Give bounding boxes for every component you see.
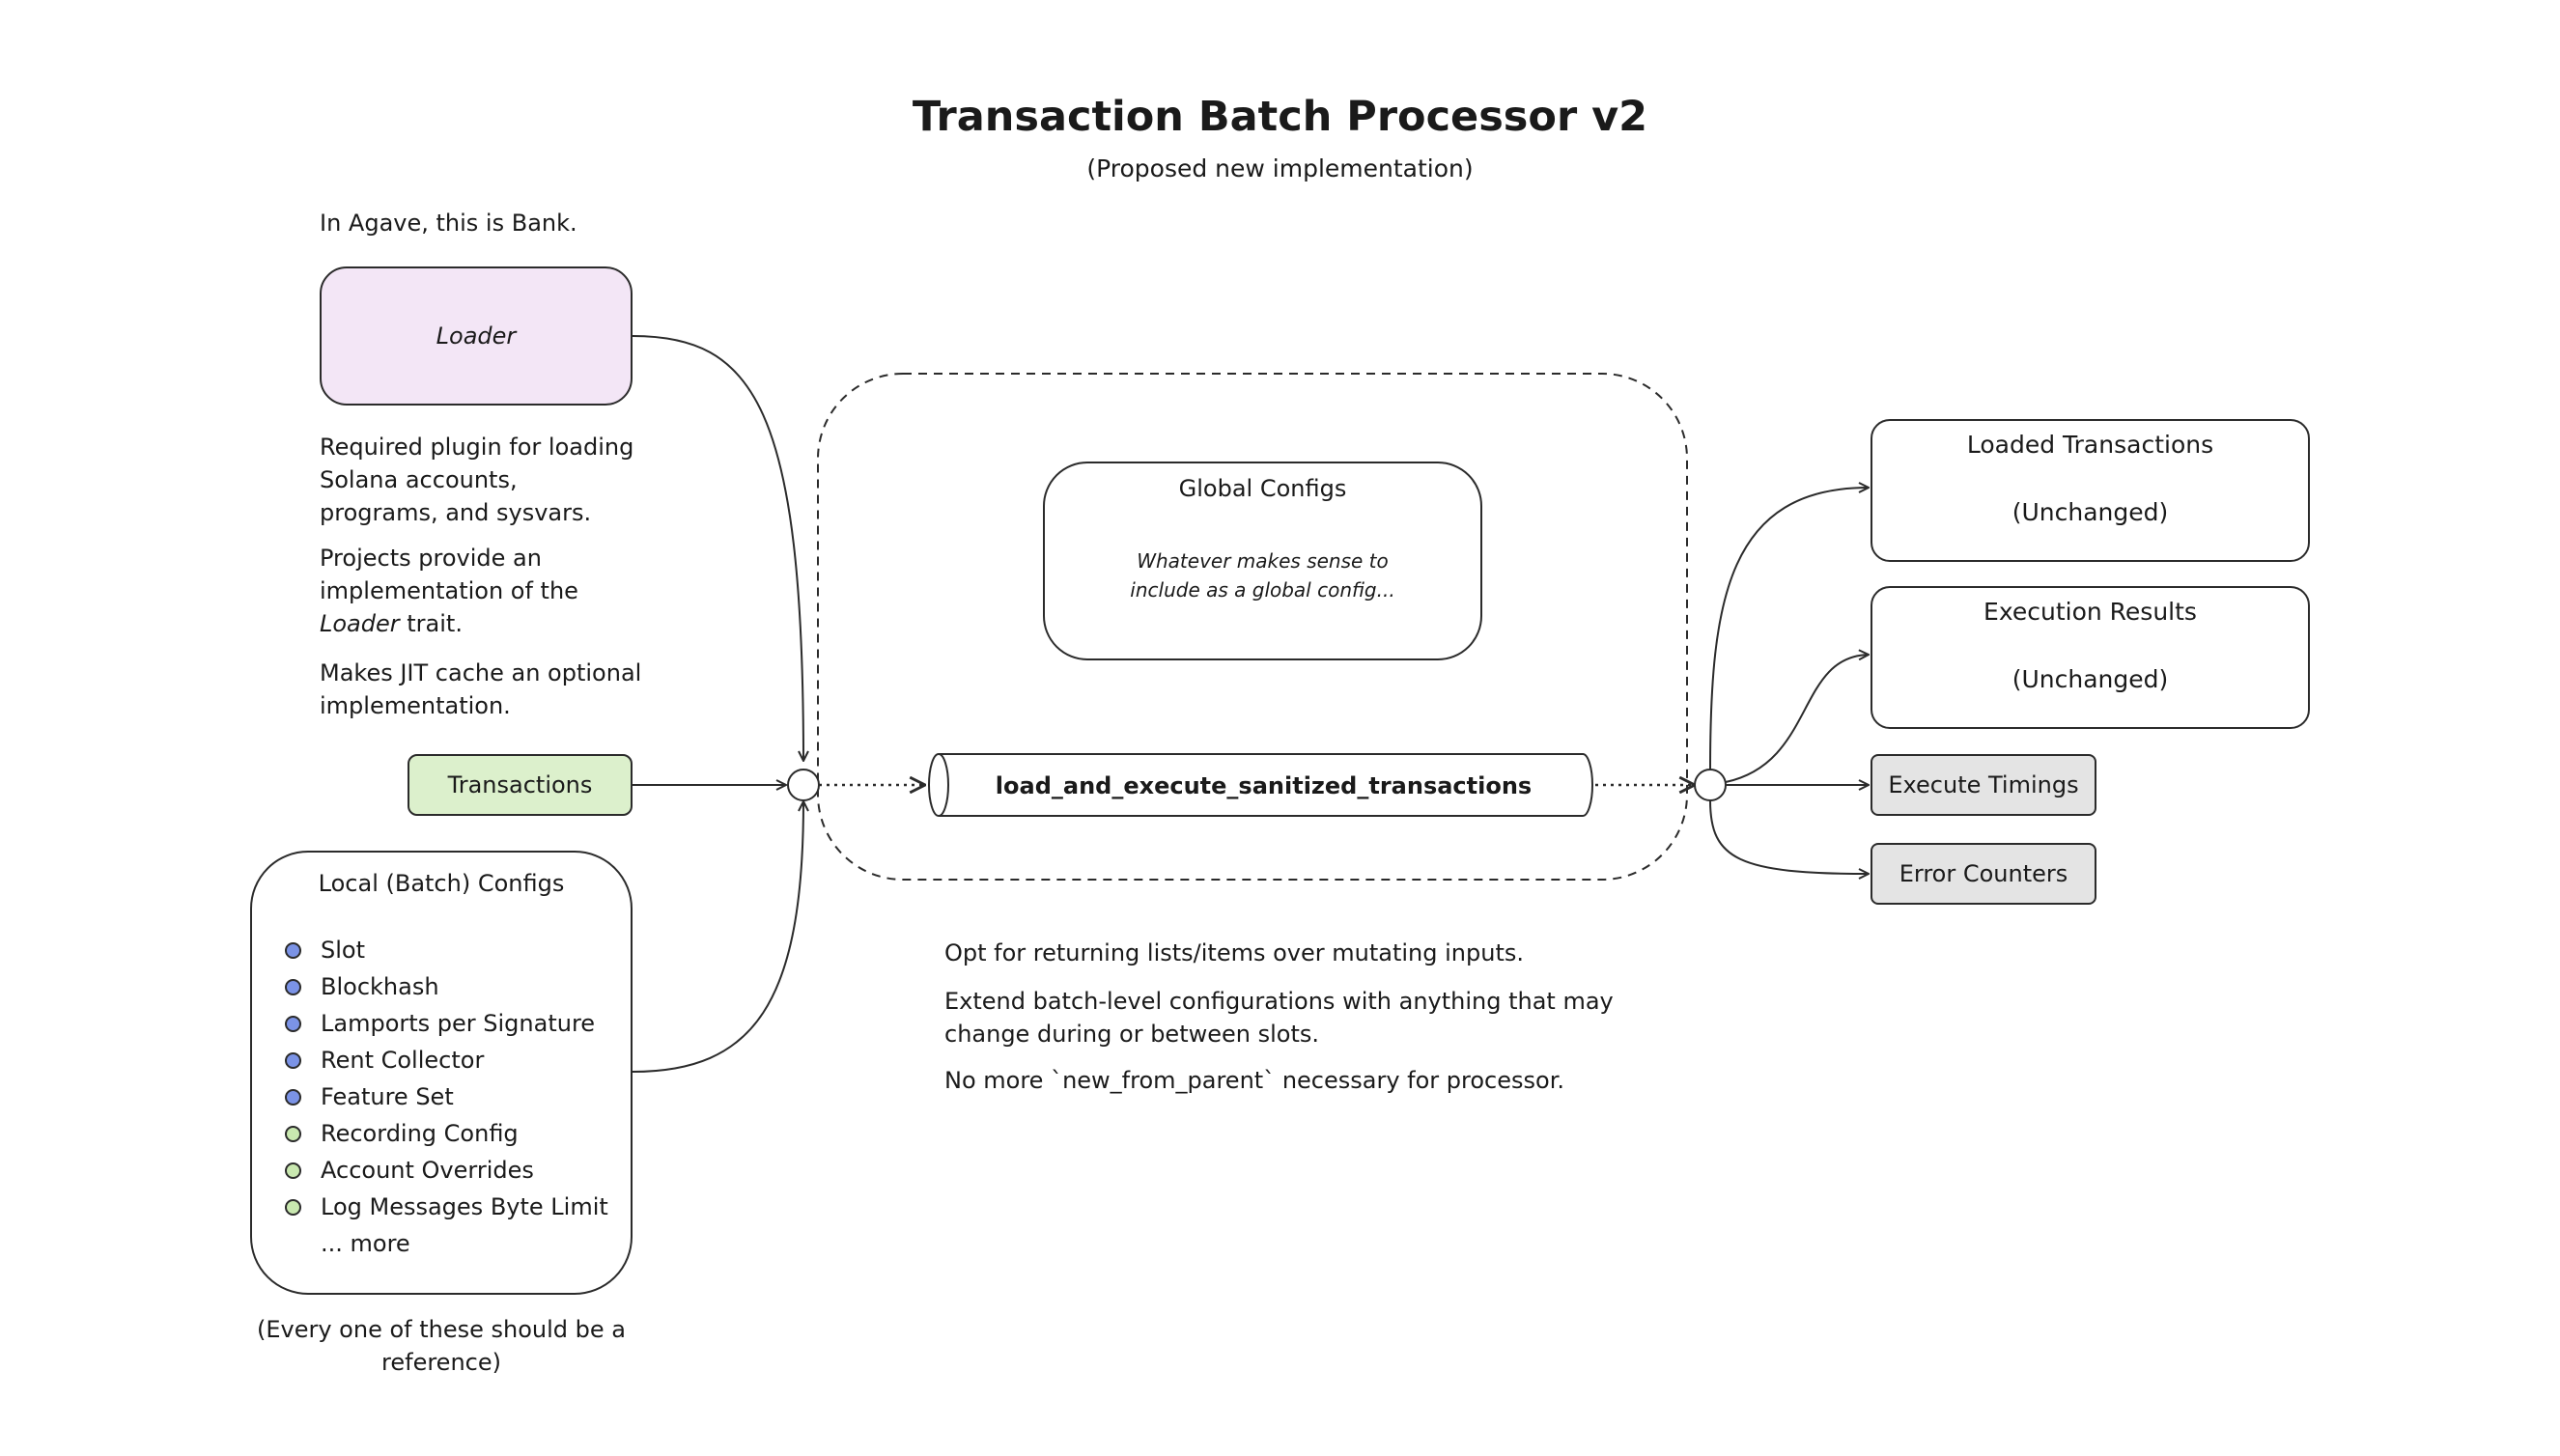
loader-note-trait: Projects provide an implementation of th… (320, 542, 609, 640)
list-item-more: ... more (321, 1230, 410, 1257)
list-item: Rent Collector (285, 1042, 608, 1078)
output-junction (1694, 769, 1727, 801)
list-item-label: Rent Collector (321, 1047, 485, 1074)
list-item-label: Lamports per Signature (321, 1010, 596, 1037)
error-counters-label: Error Counters (1899, 860, 2068, 887)
bullet-dot-icon (285, 1051, 301, 1069)
loader-note-trait-italic: Loader (320, 610, 400, 637)
list-item-label: Recording Config (321, 1120, 519, 1147)
loaded-transactions-box: Loaded Transactions (Unchanged) (1871, 419, 2310, 562)
list-item-label: Blockhash (321, 973, 439, 1000)
list-item: Log Messages Byte Limit (285, 1189, 608, 1225)
loader-wire (632, 335, 803, 761)
loader-note-trait-text: Projects provide an implementation of th… (320, 545, 578, 604)
loaded-transactions-status: (Unchanged) (2011, 498, 2169, 526)
note-returning-lists: Opt for returning lists/items over mutat… (944, 939, 1524, 966)
bullet-dot-icon (285, 1162, 301, 1179)
bullet-dot-icon (285, 978, 301, 995)
loaded-transactions-wire (1709, 488, 1869, 770)
bullet-dot-icon (285, 1015, 301, 1032)
local-configs-title: Local (Batch) Configs (318, 870, 565, 897)
global-configs-title: Global Configs (1178, 475, 1347, 502)
list-item-label: Account Overrides (321, 1157, 534, 1184)
loaded-transactions-title: Loaded Transactions (1966, 431, 2214, 459)
list-item: Feature Set (285, 1078, 608, 1115)
bullet-dot-icon (285, 1088, 301, 1106)
page-subtitle: (Proposed new implementation) (1086, 154, 1474, 182)
agave-note: In Agave, this is Bank. (320, 210, 577, 237)
loader-note-trait-suffix: trait. (399, 610, 463, 637)
bullet-dot-icon (285, 1198, 301, 1216)
bullet-dot-icon (285, 941, 301, 959)
local-configs-list: Slot Blockhash Lamports per Signature Re… (285, 932, 608, 1262)
list-item: Blockhash (285, 968, 608, 1005)
global-configs-box: Global Configs Whatever makes sense to i… (1043, 462, 1482, 660)
list-item-label: Slot (321, 937, 365, 964)
execution-results-box: Execution Results (Unchanged) (1871, 586, 2310, 729)
loader-note-required: Required plugin for loading Solana accou… (320, 434, 634, 526)
list-item-label: Log Messages Byte Limit (321, 1193, 608, 1220)
list-item: Slot (285, 932, 608, 968)
global-configs-desc-line2: include as a global config... (1130, 578, 1395, 602)
execute-timings-label: Execute Timings (1888, 771, 2079, 798)
execution-results-wire (1725, 655, 1869, 783)
loader-note-jit: Makes JIT cache an optional implementati… (320, 659, 642, 719)
local-configs-box: Local (Batch) Configs Slot Blockhash Lam… (250, 851, 633, 1295)
loader-box: Loader (320, 266, 633, 406)
bullet-dot-icon (285, 1125, 301, 1142)
function-name: load_and_execute_sanitized_transactions (995, 772, 1533, 799)
processor-boundary (817, 373, 1688, 881)
execution-results-status: (Unchanged) (2011, 665, 2169, 693)
local-configs-wire (632, 801, 803, 1073)
error-counters-box: Error Counters (1871, 843, 2096, 905)
list-item: Recording Config (285, 1115, 608, 1152)
list-item: Account Overrides (285, 1152, 608, 1189)
loader-label: Loader (436, 322, 517, 350)
transactions-label: Transactions (447, 771, 593, 798)
note-extend-configs: Extend batch-level configurations with a… (944, 988, 1614, 1048)
page-title: Transaction Batch Processor v2 (912, 93, 1648, 141)
input-junction (787, 769, 820, 801)
local-configs-footnote: (Every one of these should be a referenc… (256, 1316, 626, 1376)
note-no-new-from-parent: No more `new_from_parent` necessary for … (944, 1067, 1564, 1094)
global-configs-desc: Whatever makes sense to include as a glo… (1045, 546, 1480, 604)
list-item-label: Feature Set (321, 1083, 454, 1110)
global-configs-desc-line1: Whatever makes sense to (1137, 549, 1389, 573)
list-item: Lamports per Signature (285, 1005, 608, 1042)
function-cylinder (928, 753, 1593, 817)
error-counters-wire (1709, 799, 1869, 874)
execute-timings-box: Execute Timings (1871, 754, 2096, 816)
transactions-box: Transactions (408, 754, 633, 816)
execution-results-title: Execution Results (1983, 598, 2197, 626)
